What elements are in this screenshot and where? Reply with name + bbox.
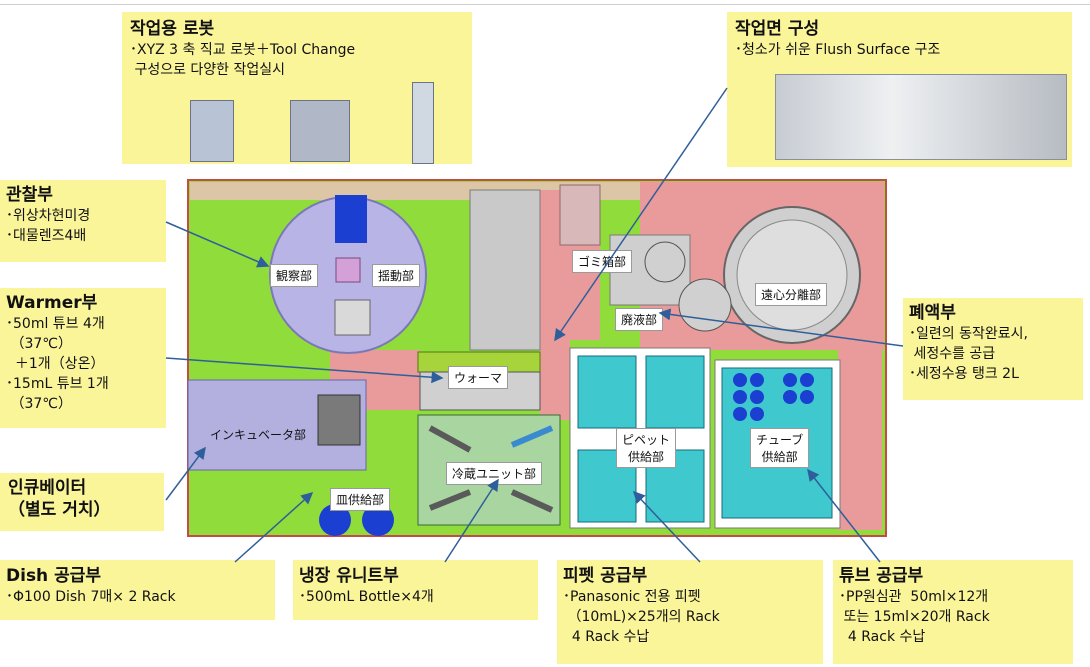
connector-tube <box>807 468 881 563</box>
robot-tool-illustration <box>290 100 350 162</box>
waste-pump <box>644 241 686 283</box>
fridge-bottle-1 <box>428 425 472 453</box>
rack-top-blue <box>335 195 367 243</box>
callout-fridge: 냉장 유니트부 ･500mL Bottle×4개 <box>293 560 538 620</box>
callout-pipette: 피펫 공급부 ･Panasonic 전용 피펫 （10mL)×25개의 Rack… <box>557 560 823 664</box>
connector-waste <box>658 308 904 347</box>
label-incubator: インキュベータ部 <box>210 428 307 442</box>
label-tube: チューブ 供給部 <box>750 428 810 468</box>
label-observe: 観察部 <box>270 264 319 287</box>
label-warmer: ウォーマ <box>448 366 509 389</box>
callout-waste-body: ･일련의 동작완료시, 세정수를 공급 ･세정수용 탱크 2L <box>909 326 1028 382</box>
callout-surface-title: 작업면 구성 <box>735 19 820 39</box>
callout-robot-title: 작업용 로봇 <box>130 19 215 39</box>
connector-warmer <box>165 357 444 384</box>
pipette-rack-1 <box>577 355 637 429</box>
label-shake: 揺動部 <box>372 264 421 287</box>
connector-observe <box>165 221 270 268</box>
connector-surface <box>554 87 728 342</box>
callout-observe-body: ･위상차현미경 ･대물렌즈4배 <box>6 208 91 244</box>
dish-rack-2 <box>362 504 394 536</box>
fridge-bottle-4 <box>510 489 554 513</box>
callout-tube-title: 튜브 공급부 <box>839 566 924 586</box>
label-pipette: ピペット 供給部 <box>616 428 677 468</box>
callout-pipette-title: 피펫 공급부 <box>563 566 648 586</box>
callout-warmer: Warmer부 ･50ml 튜브 4개 （37℃） ＋1개（상온） ･15mL … <box>0 288 166 428</box>
label-centrifuge: 遠心分離部 <box>755 283 828 306</box>
callout-observe: 관찰부 ･위상차현미경 ･대물렌즈4배 <box>0 180 166 262</box>
top-divider <box>0 4 1090 5</box>
callout-tube-body: ･PP원심관 50ml×12개 또는 15ml×20개 Rack 4 Rack … <box>839 589 990 645</box>
callout-fridge-title: 냉장 유니트부 <box>299 566 399 586</box>
connector-fridge <box>444 478 499 563</box>
tube-dots <box>733 373 814 421</box>
callout-waste-title: 폐액부 <box>909 303 956 323</box>
label-waste: 廃液部 <box>615 308 664 331</box>
callout-surface-body: ･청소가 쉬운 Flush Surface 구조 <box>735 42 941 58</box>
callout-robot: 작업용 로봇 ･XYZ 3 축 직교 로봇＋Tool Change 구성으로 다… <box>122 12 472 164</box>
incubator-plate <box>317 394 361 446</box>
callout-incubator: 인큐베이터 （별도 거치） <box>0 473 164 531</box>
callout-dish-body: ･Φ100 Dish 7매× 2 Rack <box>6 589 176 605</box>
callout-surface: 작업면 구성 ･청소가 쉬운 Flush Surface 구조 <box>727 12 1072 167</box>
connector-pipette <box>632 490 701 563</box>
callout-warmer-body: ･50ml 튜브 4개 （37℃） ＋1개（상온） ･15mL 튜브 1개 （3… <box>6 316 109 412</box>
disk-center <box>335 257 361 283</box>
connector-dish <box>234 491 314 563</box>
robot-pipette-illustration <box>412 82 434 164</box>
label-dish: 皿供給部 <box>330 488 391 511</box>
callout-waste: 폐액부 ･일련의 동작완료시, 세정수를 공급 ･세정수용 탱크 2L <box>903 298 1083 400</box>
fridge-bottle-3 <box>428 489 472 511</box>
flush-surface-photo <box>775 74 1067 160</box>
robot-head-panel <box>559 184 601 246</box>
robot-rail-panel <box>469 189 541 351</box>
callout-robot-body: ･XYZ 3 축 직교 로봇＋Tool Change 구성으로 다양한 작업실시 <box>130 42 356 78</box>
callout-dish-title: Dish 공급부 <box>6 566 101 586</box>
center-pink-zone <box>540 340 570 420</box>
callout-tube: 튜브 공급부 ･PP원심관 50ml×12개 또는 15ml×20개 Rack … <box>833 560 1073 664</box>
robot-gripper-illustration <box>190 100 234 162</box>
disk-bottom-holder <box>334 299 371 336</box>
callout-fridge-body: ･500mL Bottle×4개 <box>299 589 434 605</box>
connector-incubator <box>165 446 206 501</box>
label-trash: ゴミ箱部 <box>572 250 633 273</box>
dish-rack-1 <box>319 504 351 536</box>
callout-observe-title: 관찰부 <box>6 185 53 205</box>
callout-warmer-title: Warmer부 <box>6 293 98 313</box>
callout-incubator-title: 인큐베이터 （별도 거치） <box>8 478 111 520</box>
fridge-bottle-2 <box>510 425 554 448</box>
callout-dish: Dish 공급부 ･Φ100 Dish 7매× 2 Rack <box>0 560 275 620</box>
callout-pipette-body: ･Panasonic 전용 피펫 （10mL)×25개의 Rack 4 Rack… <box>563 589 720 645</box>
